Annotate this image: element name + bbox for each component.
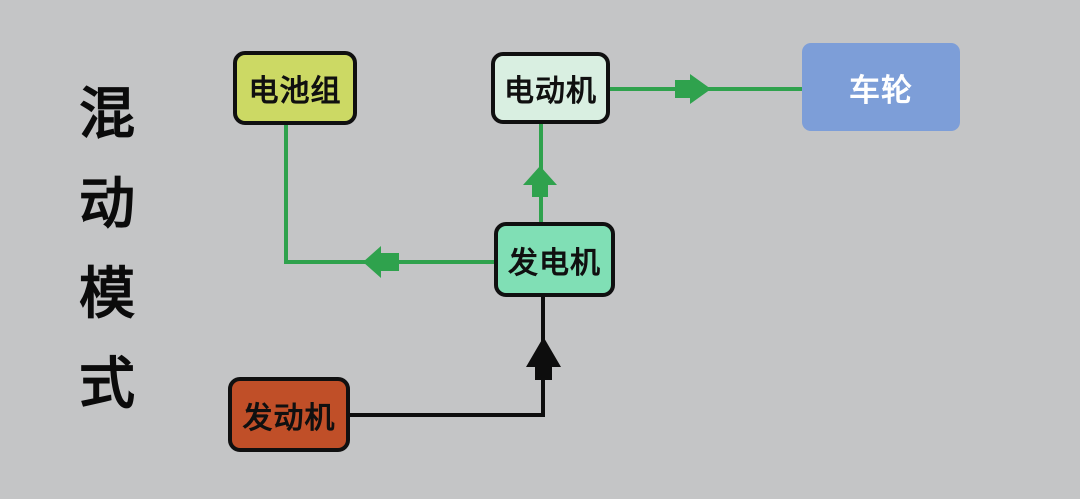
- node-electric-motor-label: 电动机: [504, 75, 597, 108]
- arrow-up-engine-to-generator-icon: [526, 337, 561, 380]
- title-char-2: 动: [79, 172, 135, 235]
- node-engine-label: 发动机: [242, 401, 336, 435]
- node-engine: 发动机: [228, 377, 350, 452]
- node-generator-label: 发电机: [508, 246, 601, 280]
- arrow-up-generator-to-motor-icon: [523, 166, 557, 197]
- node-generator: 发电机: [494, 222, 615, 297]
- node-electric-motor: 电动机: [491, 52, 610, 124]
- edge-generator-to-battery-vertical-line: [284, 125, 288, 264]
- arrow-left-generator-to-battery-icon: [363, 246, 399, 278]
- node-wheel: 车轮: [802, 43, 960, 131]
- node-wheel-label: 车轮: [849, 72, 913, 108]
- node-battery-pack-label: 电池组: [248, 75, 342, 108]
- title-char-3: 模: [79, 262, 135, 325]
- title-char-1: 混: [79, 82, 135, 145]
- title-char-4: 式: [79, 352, 135, 415]
- node-battery-pack: 电池组: [233, 51, 357, 125]
- edge-engine-to-generator-horizontal-line: [348, 413, 545, 417]
- arrow-right-motor-to-wheel-icon: [675, 74, 711, 104]
- diagram-title: 混 动 模 式: [74, 86, 140, 412]
